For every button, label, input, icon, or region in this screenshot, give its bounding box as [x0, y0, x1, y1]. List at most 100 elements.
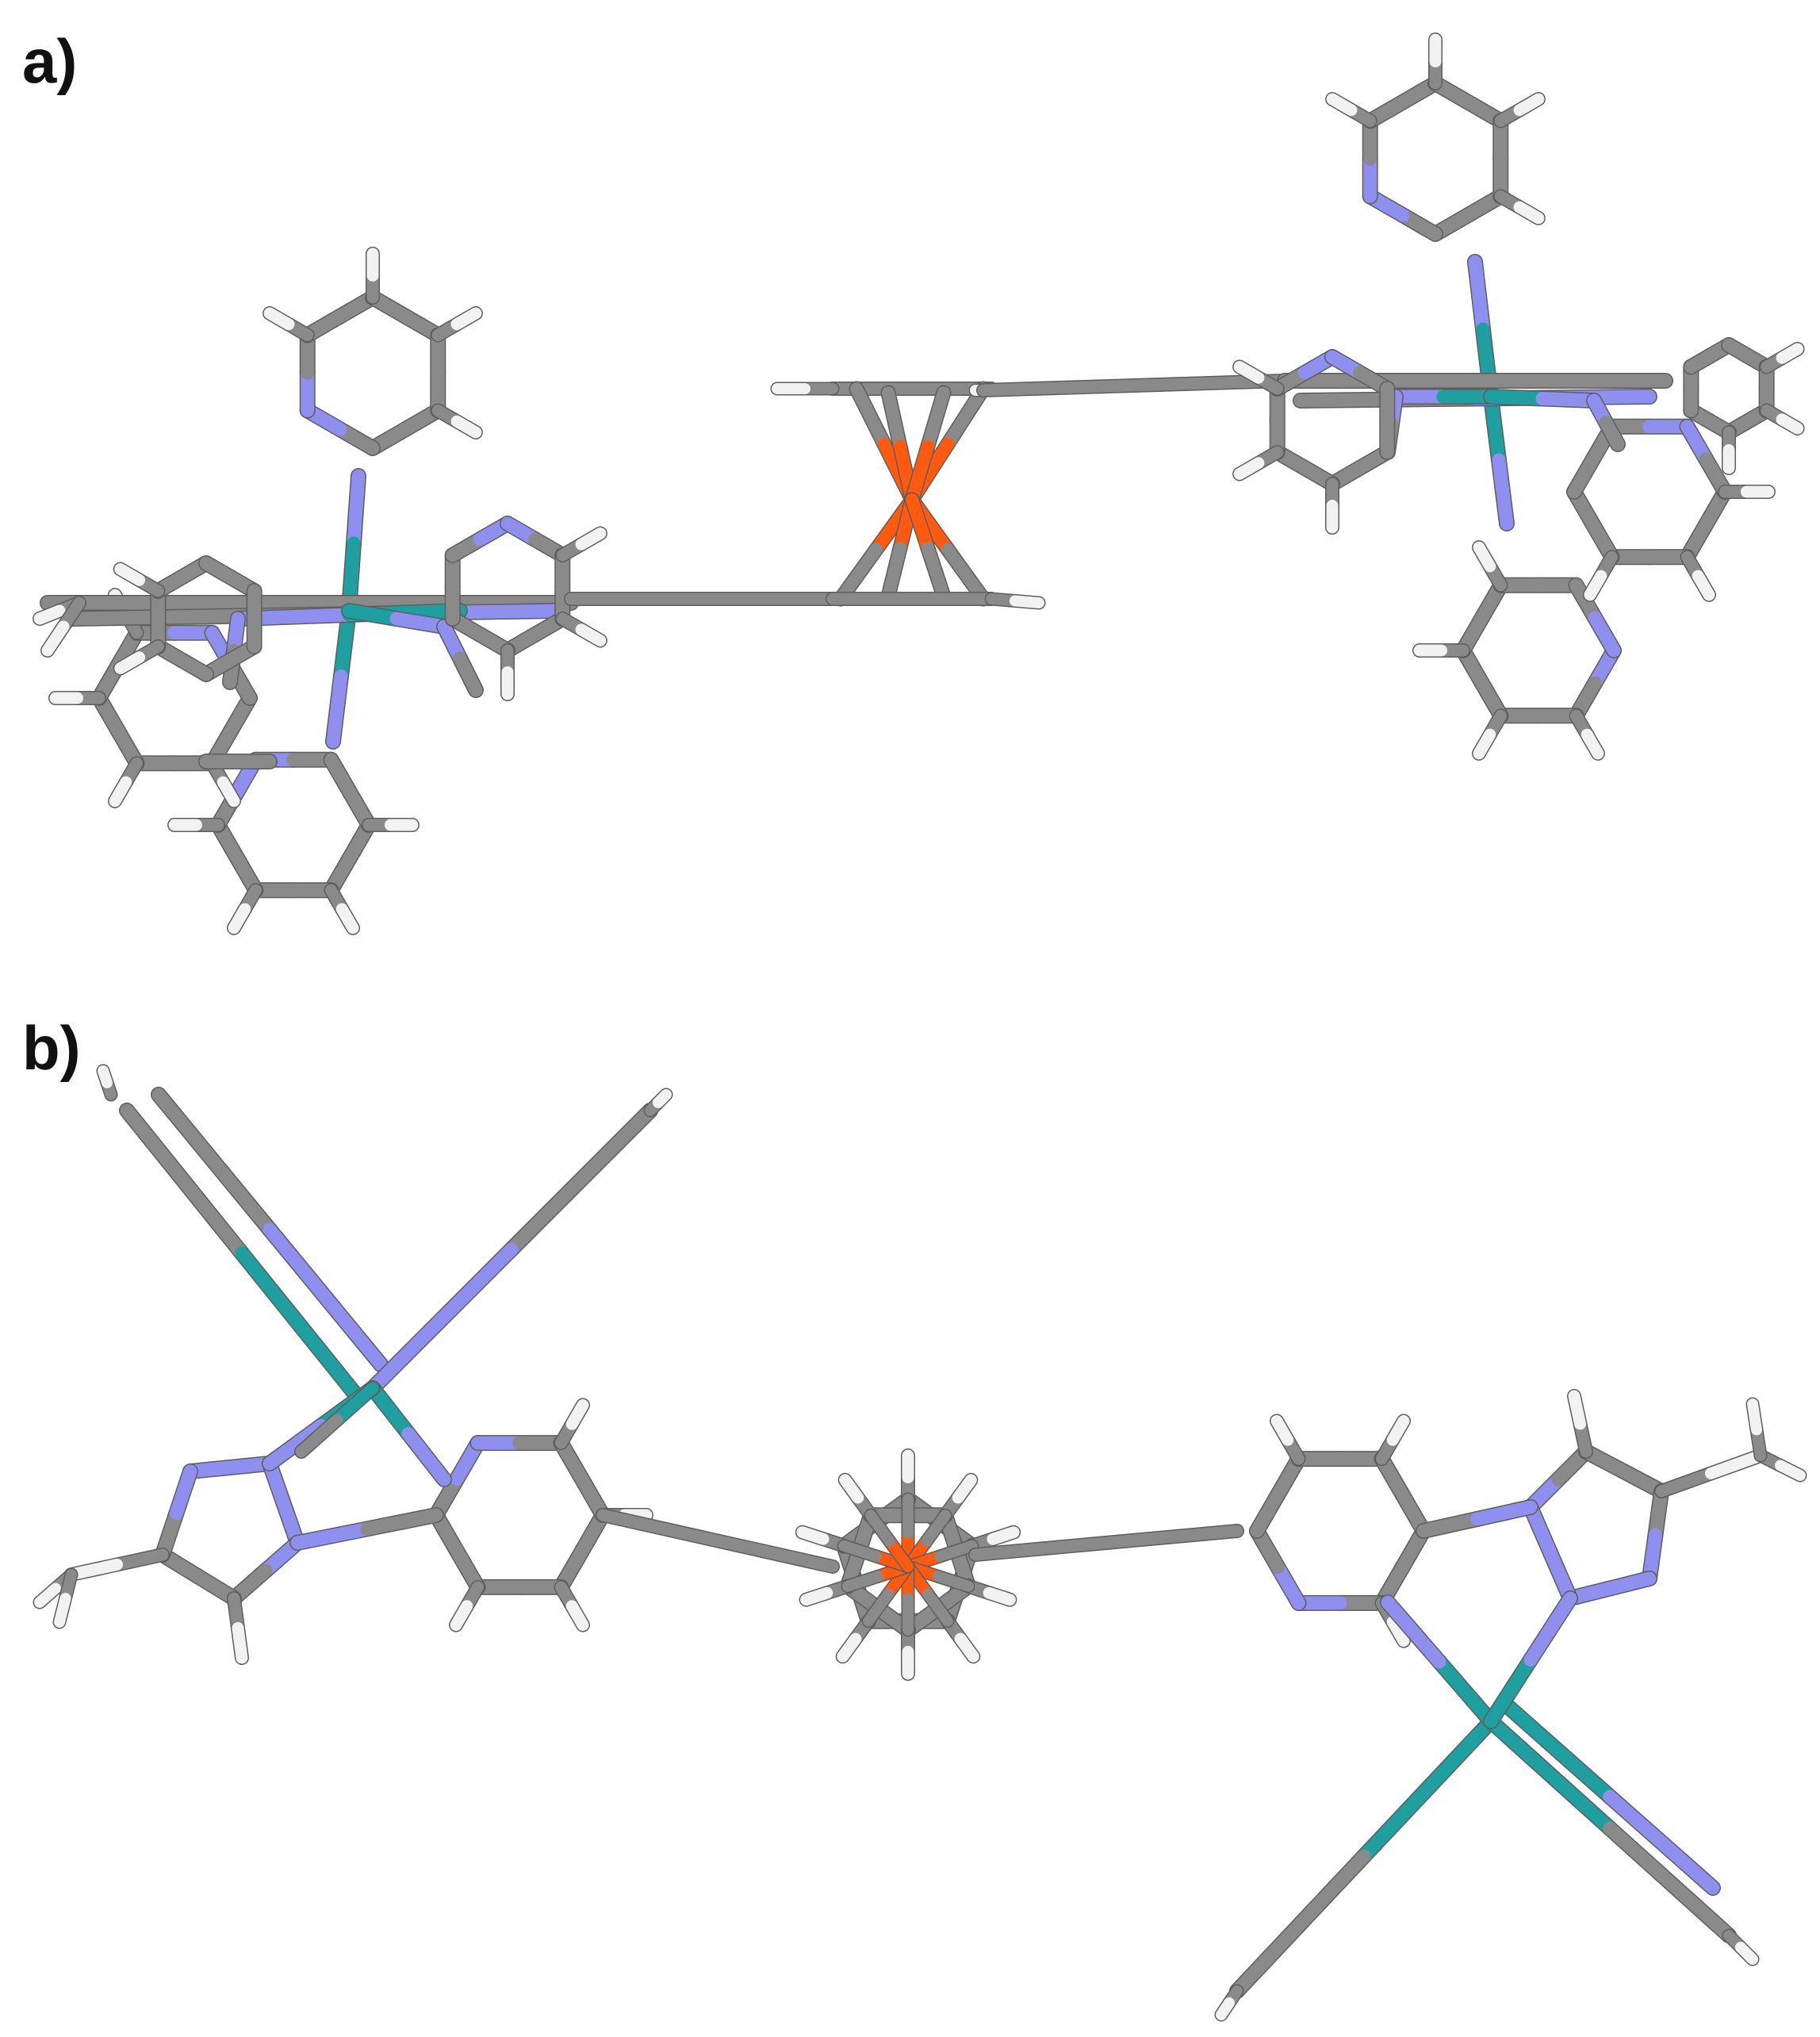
b-right-triazole-ch-bond [1567, 1389, 1593, 1459]
right-linker [976, 374, 1292, 397]
ferrocene-bond [904, 385, 952, 508]
right-top-pyridine-bond [1362, 75, 1443, 129]
left-methyl-ring-ch-bond [113, 562, 166, 598]
right-bottom-pyridine-bond [1568, 577, 1622, 658]
right-bottom-pyridine-bond [1455, 577, 1509, 658]
left-right-ring-bond [500, 516, 571, 563]
b-right-pyridine-bond [1249, 1451, 1307, 1539]
left-lower-ring-bond [91, 690, 145, 772]
panel-a-side-view [33, 33, 1805, 935]
b-left-pyridine-bond [428, 1507, 486, 1595]
b-right-metal-bond [1380, 1594, 1499, 1729]
right-top-pyridine-bond [1427, 75, 1509, 129]
left-right-ring-ch-bond [555, 526, 607, 562]
right-lower-ring-bond [1566, 484, 1620, 566]
ferrocene-h [984, 592, 1046, 610]
left-methyl-ring-bond [150, 639, 214, 682]
right-top-pyridine-bond [1362, 188, 1443, 242]
right-bottom-pyridine-ch-bond [1569, 708, 1605, 761]
right-lower-ring-ch-bond [1680, 550, 1716, 602]
b-left-metal-bond [365, 1380, 452, 1487]
right-methyl-ring-ch-bond [1759, 403, 1805, 435]
left-bottom-pyridine-bond [210, 817, 264, 899]
left-top-pyridine-ch-bond [262, 306, 315, 343]
b-left-edge-ligand [365, 1103, 658, 1396]
b-left-methyl-h [52, 1567, 79, 1629]
panel-label-b: b) [22, 1013, 81, 1083]
b-right-edge-ligand [1483, 1713, 1737, 1943]
right-left-ring-bond [1269, 444, 1340, 492]
right-methyl-ring-ch-bond [1759, 342, 1805, 374]
b-right-triazole-ch-bond [1654, 1448, 1768, 1498]
b-right-edge-ligand [1229, 1713, 1499, 1999]
right-eq-bond [1483, 389, 1602, 409]
b-right-pyridine-bond [1249, 1523, 1307, 1611]
b-left-triazole-bond [182, 1456, 278, 1479]
left-bottom-pyridine-bond [323, 817, 377, 899]
right-left-ring-ch-bond [1232, 445, 1285, 481]
left-axial-bond [341, 468, 366, 619]
b-right-pyridine-ch-bond [1374, 1414, 1411, 1467]
right-bottom-pyridine-ch-bond [1472, 540, 1508, 593]
b-ferrocene-fe-bond [864, 1508, 915, 1574]
left-axial-bond [325, 603, 357, 750]
left-bottom-pyridine-ch-bond [324, 883, 360, 935]
b-left-triazole-ch-bond [64, 1548, 170, 1582]
right-bottom-pyridine-bond [1455, 643, 1509, 724]
left-top-pyridine-ch-bond [431, 403, 483, 439]
b-right-pyridine-ch-bond [1270, 1414, 1306, 1467]
b-left-link [289, 1507, 444, 1551]
ferrocene-bond [904, 492, 952, 604]
b-left-pyridine-ch-bond [554, 1398, 590, 1451]
b-left-triazole-bond [226, 1535, 305, 1606]
b-right-pyridine-bond [1374, 1523, 1431, 1611]
b-left-edge-ligand [151, 1087, 389, 1372]
left-methyl-ring-ch-bond [113, 639, 166, 676]
b-left-pyridine-ch-bond [554, 1579, 590, 1632]
b-right-triazole-bond [1642, 1483, 1669, 1586]
b-left-pyridine-bond [553, 1435, 611, 1523]
right-top-pyridine-ch-bond [1325, 92, 1377, 129]
b-left-edge-ligand [119, 1103, 365, 1404]
b-right-triazole-bond [1578, 1444, 1669, 1499]
b-left-metal-bond [294, 1381, 380, 1459]
ferrocene-bond [904, 492, 991, 607]
left-bottom-pyridine-bond [323, 751, 377, 833]
b-right-link [1416, 1499, 1538, 1539]
left-top-pyridine-bond [365, 290, 446, 343]
b-right-triazole-bond [1523, 1499, 1578, 1606]
right-top-pyridine-ch-bond [1493, 92, 1546, 129]
b-right-edge-ligand [1499, 1698, 1721, 1896]
left-top-pyridine-bond [299, 402, 381, 456]
right-lower-ring-bond [1679, 418, 1733, 500]
right-top-pyridine-ch-bond [1493, 189, 1546, 225]
left-lower-ring-ch-bond [108, 756, 144, 808]
b-left-edge-h [96, 1064, 118, 1102]
b-left-triazole-bond [155, 1463, 198, 1563]
left-methyl-ring-bond [150, 555, 214, 599]
b-right-edge-h [1722, 1928, 1760, 1966]
left-eq-bond [341, 603, 452, 635]
left-right-ring-ch-bond [555, 612, 607, 648]
right-left-ring-bond [1324, 444, 1396, 492]
right-bottom-pyridine-ch-bond [1472, 708, 1508, 761]
b-right-linker [968, 1524, 1244, 1562]
left-bottom-pyridine-ch-bond [227, 883, 263, 935]
left-top-pyridine-bond [299, 290, 381, 343]
b-right-triazole-bond [1523, 1444, 1594, 1515]
right-lower-ring-ch-bond [1583, 550, 1619, 602]
right-lower-ring-bond [1679, 484, 1733, 566]
b-left-pyridine-ch-bond [449, 1579, 485, 1632]
right-left-ring-ch-bond [1232, 359, 1285, 396]
b-left-triazole-ch-bond [227, 1591, 249, 1665]
left-top-pyridine-ch-bond [431, 306, 483, 343]
b-right-edge-h [1214, 1984, 1244, 2022]
right-eq-bond [1586, 393, 1626, 452]
left-methyl-h [40, 596, 86, 658]
left-top-pyridine-bond [365, 402, 446, 456]
b-right-methyl-h [1745, 1397, 1768, 1463]
b-right-pyridine-bond [1374, 1451, 1431, 1539]
b-left-triazole-bond [155, 1547, 242, 1606]
b-left-triazole-bond [262, 1456, 305, 1551]
